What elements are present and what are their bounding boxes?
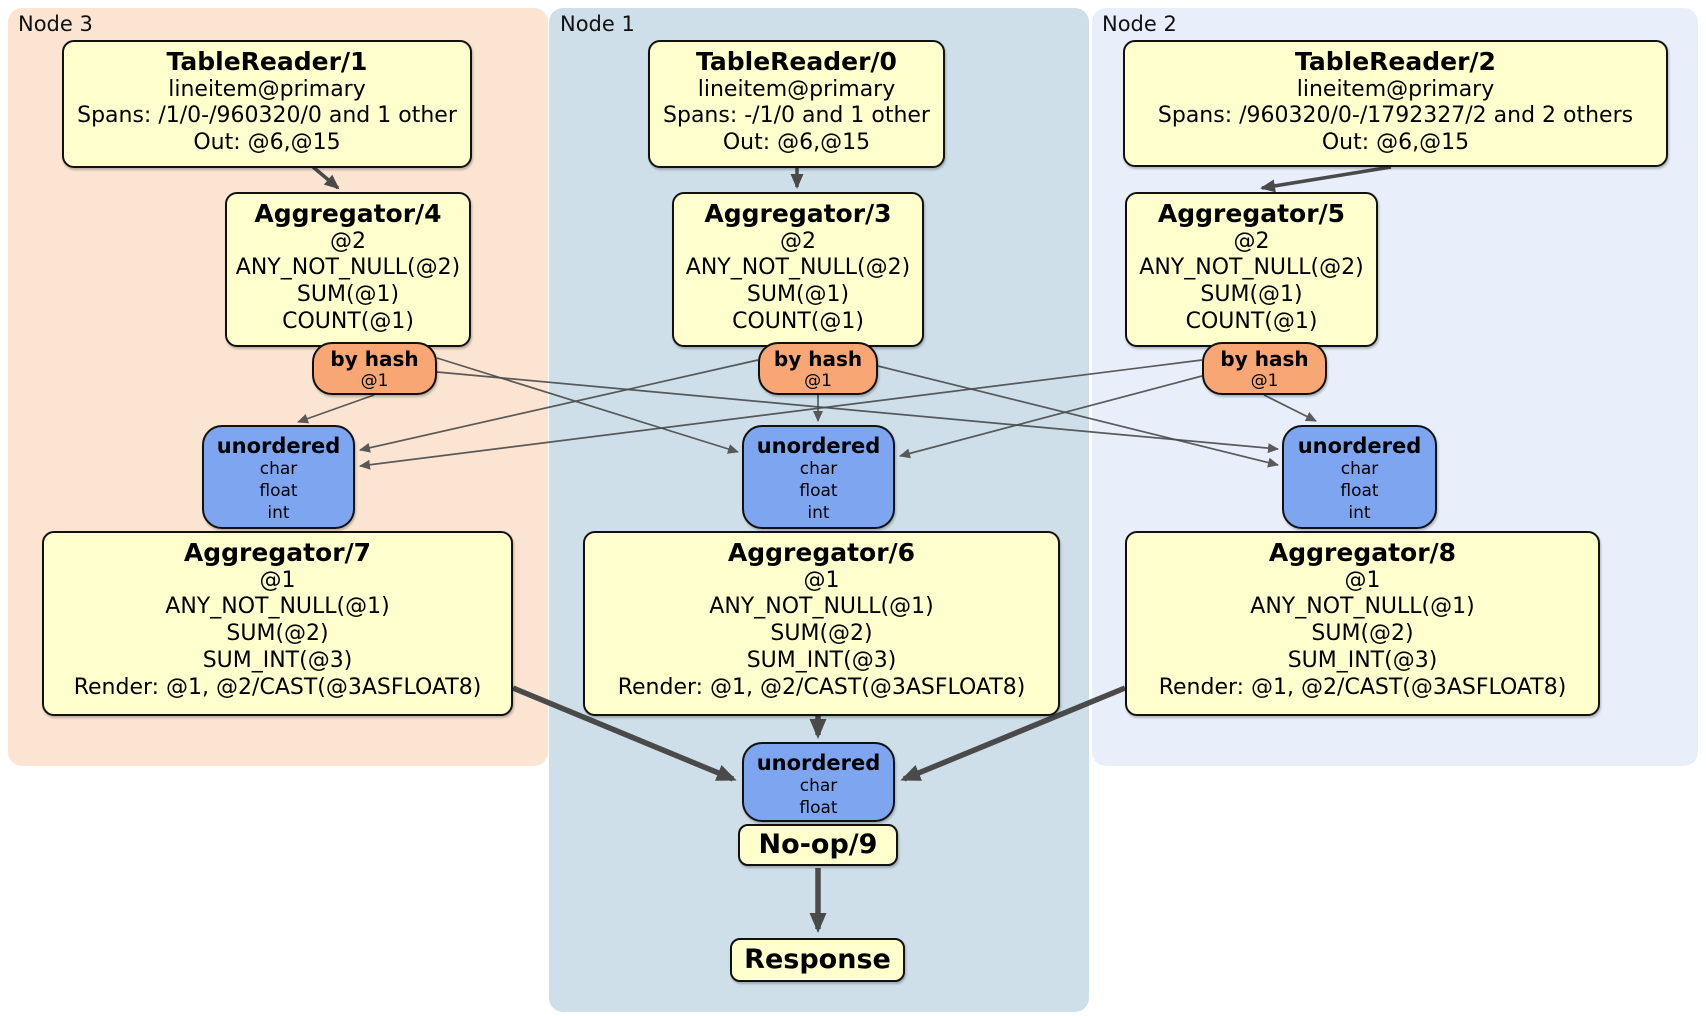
sync-stream: char [799,776,838,797]
sync-box: unordered char float int [202,425,355,529]
box-line: ANY_NOT_NULL(@2) [685,255,911,281]
box-title: Aggregator/3 [704,199,892,228]
box-line: ANY_NOT_NULL(@2) [235,255,461,281]
box-line: SUM(@1) [746,282,850,308]
aggregator-box: Aggregator/7 @1 ANY_NOT_NULL(@1) SUM(@2)… [42,531,513,716]
box-line: Render: @1, @2/CAST(@3ASFLOAT8) [73,674,482,700]
sync-stream: float [799,481,838,502]
box-title: Aggregator/6 [727,538,916,567]
box-line: SUM(@1) [296,282,400,308]
table-reader-box: TableReader/1 lineitem@primary Spans: /1… [62,40,472,168]
box-title: Aggregator/4 [254,199,442,228]
hash-router-box: by hash @1 [758,342,878,395]
box-line: @1 [1344,567,1381,593]
noop-box: No-op/9 [738,824,898,866]
box-line: @1 [259,567,296,593]
sync-stream: float [1340,481,1379,502]
sync-title: unordered [1297,434,1422,458]
sync-stream: int [267,503,290,524]
box-line: COUNT(@1) [282,308,414,334]
final-sync-box: unordered char float [742,742,895,822]
box-line: COUNT(@1) [732,308,864,334]
box-line: lineitem@primary [168,76,366,102]
box-line: COUNT(@1) [1185,308,1318,334]
box-title: TableReader/0 [696,47,897,76]
table-reader-box: TableReader/2 lineitem@primary Spans: /9… [1123,40,1668,167]
box-line: SUM(@2) [1311,621,1414,647]
box-title: Aggregator/5 [1157,199,1346,228]
box-line: lineitem@primary [697,76,896,102]
box-line: SUM(@2) [770,621,873,647]
router-title: by hash [1220,347,1309,371]
hash-router-box: by hash @1 [1202,342,1327,395]
box-line: @2 [330,228,366,254]
box-title: TableReader/2 [1295,47,1496,76]
aggregator-box: Aggregator/8 @1 ANY_NOT_NULL(@1) SUM(@2)… [1125,531,1600,716]
box-line: SUM_INT(@3) [202,647,353,673]
aggregator-box: Aggregator/5 @2 ANY_NOT_NULL(@2) SUM(@1)… [1125,192,1378,347]
router-title: by hash [773,347,863,371]
table-reader-box: TableReader/0 lineitem@primary Spans: -/… [648,40,945,168]
router-key: @1 [804,371,832,391]
router-key: @1 [360,371,389,391]
sync-stream: char [1340,459,1379,480]
sync-title: unordered [756,751,881,775]
node3-label: Node 3 [18,12,93,36]
box-title: Aggregator/8 [1268,538,1457,567]
sync-stream: float [799,798,838,819]
box-line: SUM(@1) [1200,282,1303,308]
sync-box: unordered char float int [742,425,895,529]
box-line: Spans: /1/0-/960320/0 and 1 other [77,103,457,129]
sync-title: unordered [216,434,341,458]
box-title: Response [744,944,891,976]
box-line: ANY_NOT_NULL(@2) [1139,255,1364,281]
box-line: Render: @1, @2/CAST(@3ASFLOAT8) [1158,674,1567,700]
router-key: @1 [1250,371,1279,391]
router-title: by hash [330,347,419,371]
box-line: ANY_NOT_NULL(@1) [1250,594,1475,620]
sync-title: unordered [756,434,881,458]
sync-stream: char [799,459,838,480]
box-line: Spans: /960320/0-/1792327/2 and 2 others [1157,103,1634,129]
sync-stream: char [259,459,298,480]
box-line: @2 [780,228,816,254]
sync-stream: int [1348,503,1371,524]
box-title: TableReader/1 [166,47,368,76]
sync-stream: int [807,503,830,524]
box-line: ANY_NOT_NULL(@1) [165,594,390,620]
aggregator-box: Aggregator/4 @2 ANY_NOT_NULL(@2) SUM(@1)… [225,192,471,347]
aggregator-box: Aggregator/6 @1 ANY_NOT_NULL(@1) SUM(@2)… [583,531,1060,716]
sync-stream: float [259,481,298,502]
box-title: Aggregator/7 [183,538,372,567]
aggregator-box: Aggregator/3 @2 ANY_NOT_NULL(@2) SUM(@1)… [672,192,924,347]
box-title: No-op/9 [758,829,878,861]
box-line: Out: @6,@15 [1321,130,1470,156]
box-line: ANY_NOT_NULL(@1) [709,594,934,620]
box-line: Out: @6,@15 [193,130,341,156]
box-line: Render: @1, @2/CAST(@3ASFLOAT8) [617,674,1026,700]
node1-label: Node 1 [560,12,635,36]
box-line: Out: @6,@15 [722,130,871,156]
box-line: @2 [1233,228,1270,254]
sync-box: unordered char float int [1282,425,1437,529]
box-line: SUM(@2) [226,621,329,647]
box-line: SUM_INT(@3) [1287,647,1438,673]
box-line: @1 [803,567,840,593]
hash-router-box: by hash @1 [312,342,437,395]
box-line: Spans: -/1/0 and 1 other [663,103,930,129]
box-line: SUM_INT(@3) [746,647,897,673]
node2-label: Node 2 [1102,12,1177,36]
response-box: Response [730,938,905,982]
box-line: lineitem@primary [1296,76,1495,102]
